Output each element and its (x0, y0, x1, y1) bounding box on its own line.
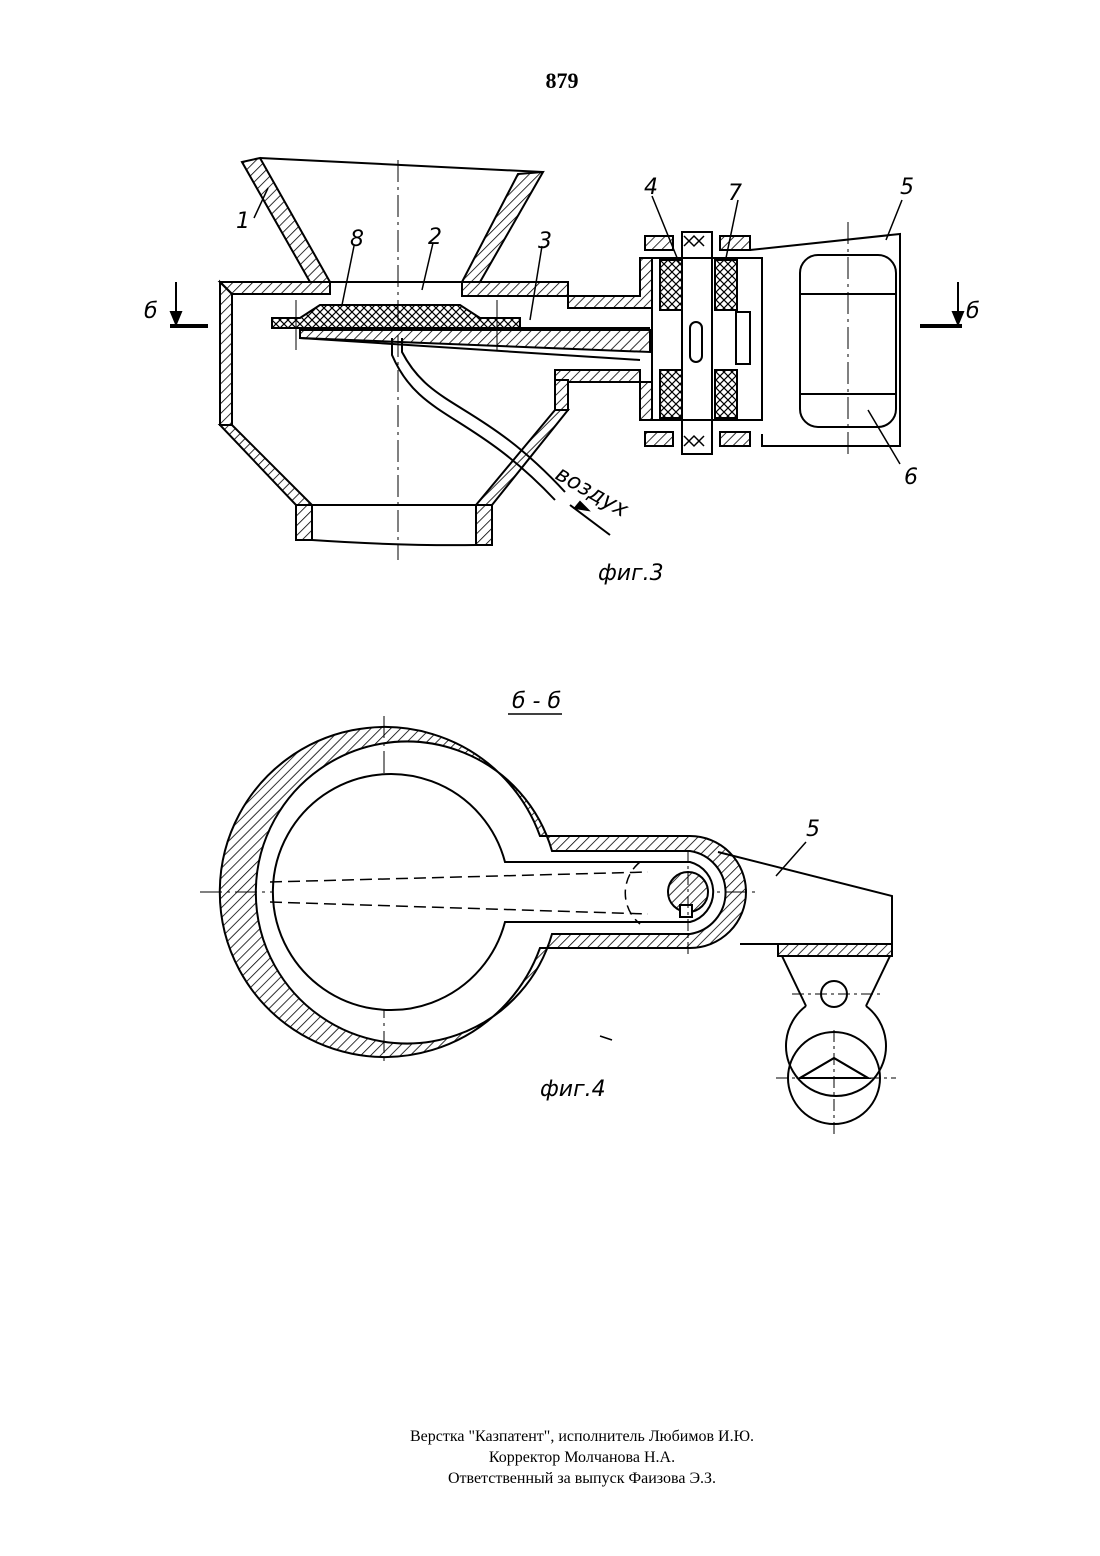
callout-6: 6 (904, 465, 918, 490)
imprint-corrector-line: Корректор Молчанова Н.А. (0, 1447, 1100, 1468)
imprint: Верстка "Казпатент", исполнитель Любимов… (0, 1426, 1100, 1489)
figure-3 (170, 158, 963, 560)
drive-unit (645, 232, 762, 454)
section-title: б - б (512, 689, 561, 714)
figure-4-caption: фиг.4 (540, 1077, 606, 1102)
callout-5-fig4: 5 (806, 817, 820, 842)
callout-1: 1 (236, 209, 250, 234)
inner-chamber (273, 774, 713, 1010)
figure-3-caption: фиг.3 (598, 561, 664, 586)
motor-housing (750, 222, 900, 458)
hopper (242, 158, 543, 282)
callout-8: 8 (350, 227, 364, 252)
section-mark-right: б (966, 299, 980, 324)
air-label: воздух (551, 462, 633, 524)
callout-5: 5 (900, 175, 914, 200)
figure-4 (200, 714, 896, 1136)
callout-2: 2 (428, 225, 442, 250)
imprint-layout-line: Верстка "Казпатент", исполнитель Любимов… (0, 1426, 1100, 1447)
callout-4: 4 (644, 175, 658, 200)
callout-7: 7 (728, 181, 742, 206)
imprint-responsible-line: Ответственный за выпуск Фаизова Э.З. (0, 1468, 1100, 1489)
section-mark-left: б (144, 299, 158, 324)
callout-3: 3 (538, 229, 552, 254)
